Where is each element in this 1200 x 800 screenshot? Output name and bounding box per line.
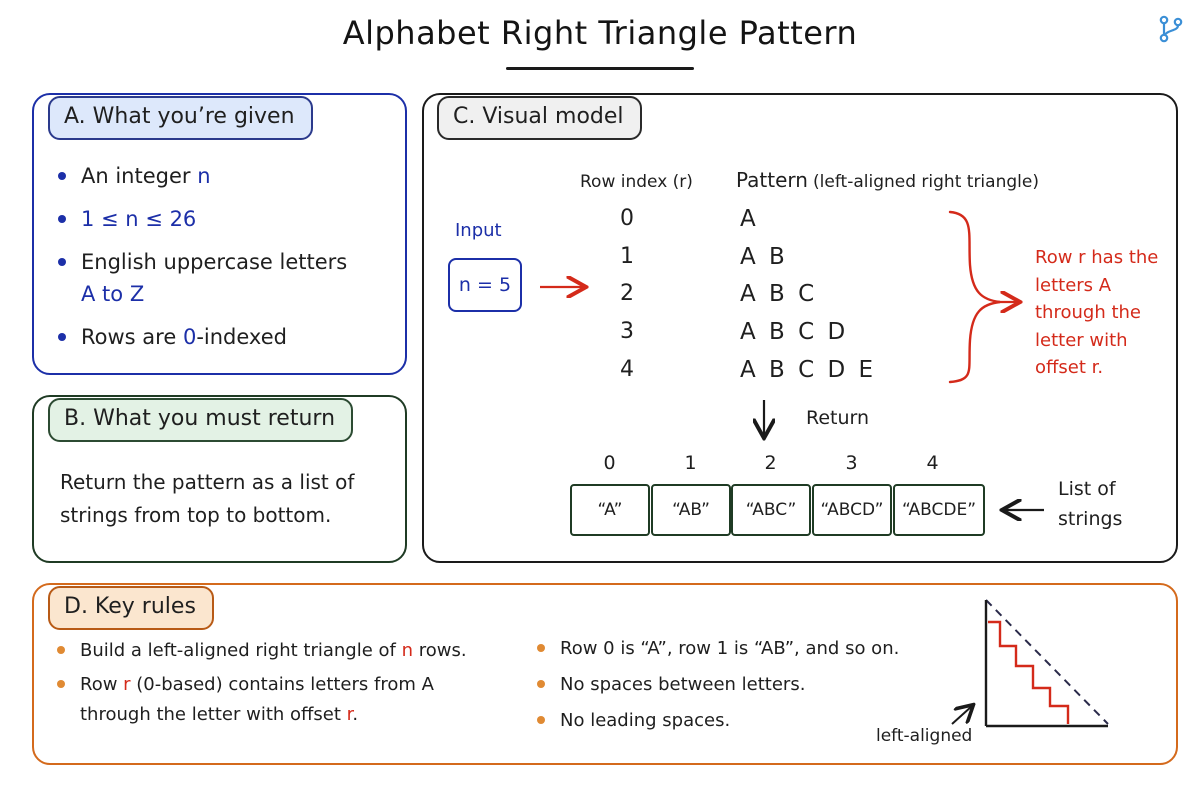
- row-note: Row r has the letters A through the lett…: [1035, 247, 1159, 378]
- return-label: Return: [806, 407, 870, 429]
- row-index: 2: [620, 281, 634, 306]
- list-item: Row r (0-based) contains letters from A …: [54, 670, 454, 730]
- list-item: No leading spaces.: [534, 706, 954, 736]
- title-underline: [506, 67, 694, 70]
- row-index: 4: [620, 357, 634, 382]
- panel-given: [32, 93, 407, 375]
- panel-visual-model: [422, 93, 1178, 563]
- list-item: Rows are 0-indexed: [55, 321, 395, 353]
- given-list: An integer n 1 ≤ n ≤ 26 English uppercas…: [55, 160, 395, 364]
- rules-right-list: Row 0 is “A”, row 1 is “AB”, and so on. …: [534, 634, 954, 742]
- list-item: Build a left-aligned right triangle of n…: [54, 636, 494, 666]
- tab-key-rules: D. Key rules: [48, 586, 214, 630]
- return-description: Return the pattern as a list of strings …: [60, 470, 355, 527]
- git-branch-icon[interactable]: [1155, 14, 1185, 44]
- pattern-header: Pattern (left-aligned right triangle): [736, 168, 1039, 192]
- row-pattern: A B C D: [740, 319, 849, 345]
- list-item: 1 ≤ n ≤ 26: [55, 203, 395, 235]
- output-index: 2: [764, 452, 777, 474]
- output-index: 1: [684, 452, 697, 474]
- tab-given: A. What you’re given: [48, 96, 313, 140]
- output-string-box: “A”: [570, 484, 650, 536]
- page-title: Alphabet Right Triangle Pattern: [342, 14, 858, 52]
- input-value-box: n = 5: [448, 258, 522, 312]
- output-string-box: “ABCD”: [812, 484, 892, 536]
- tab-return: B. What you must return: [48, 398, 354, 442]
- list-item: An integer n: [55, 160, 395, 192]
- output-index: 4: [926, 452, 939, 474]
- rules-left-list: Build a left-aligned right triangle of n…: [54, 636, 494, 734]
- list-item: Row 0 is “A”, row 1 is “AB”, and so on.: [534, 634, 954, 664]
- output-index: 3: [845, 452, 858, 474]
- row-pattern: A B C: [740, 281, 818, 307]
- tab-visual-model: C. Visual model: [437, 96, 642, 140]
- row-index: 1: [620, 244, 634, 269]
- list-item: No spaces between letters.: [534, 670, 954, 700]
- row-index: 3: [620, 319, 634, 344]
- row-pattern: A B C D E: [740, 357, 877, 383]
- input-label: Input: [455, 220, 502, 241]
- row-pattern: A B: [740, 244, 788, 270]
- output-index: 0: [603, 452, 616, 474]
- left-aligned-label: left-aligned: [876, 726, 973, 746]
- list-of-strings-label: List of strings: [1058, 478, 1123, 530]
- output-string-box: “AB”: [651, 484, 731, 536]
- row-pattern: A: [740, 206, 759, 232]
- row-index-header: Row index (r): [580, 172, 693, 192]
- row-index: 0: [620, 206, 634, 231]
- output-string-box: “ABCDE”: [893, 484, 985, 536]
- output-string-box: “ABC”: [731, 484, 811, 536]
